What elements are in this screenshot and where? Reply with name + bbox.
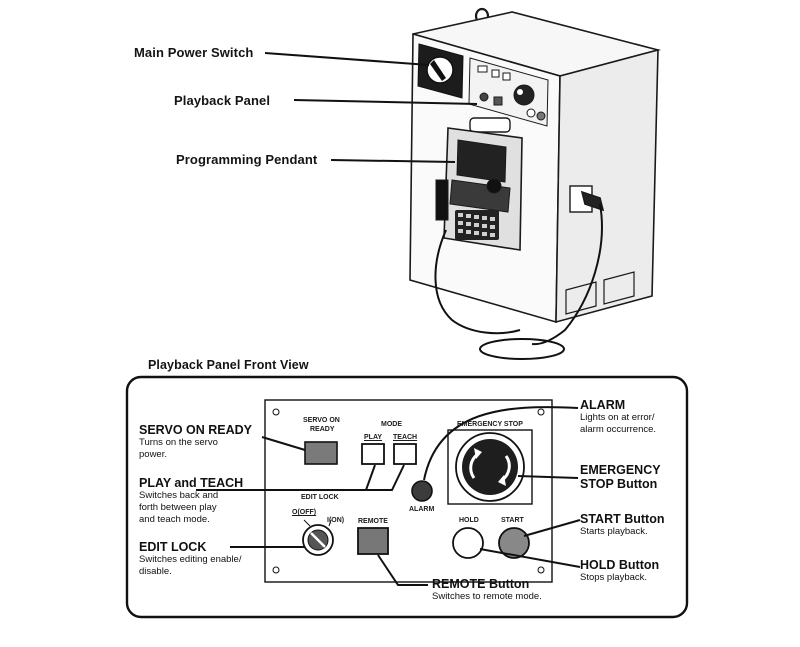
programming-pendant-illustration bbox=[435, 117, 523, 251]
emergency-stop-marking: EMERGENCY STOP bbox=[457, 421, 523, 428]
start-marking: START bbox=[501, 517, 524, 524]
play-marking: PLAY bbox=[364, 434, 383, 441]
play-button bbox=[361, 443, 385, 465]
servo-on-ready-desc-2: power. bbox=[139, 449, 167, 460]
power-cable bbox=[531, 203, 603, 346]
emergency-stop-title-1: EMERGENCY bbox=[580, 463, 661, 477]
teach-button bbox=[393, 443, 417, 465]
remote-callout: REMOTE Button Switches to remote mode. bbox=[432, 577, 542, 603]
hold-marking: HOLD bbox=[459, 517, 479, 524]
programming-pendant-label: Programming Pendant bbox=[176, 152, 318, 167]
remote-title: REMOTE Button bbox=[432, 577, 530, 591]
edit-lock-desc-1: Switches editing enable/ bbox=[139, 554, 242, 565]
play-teach-title: PLAY and TEACH bbox=[139, 476, 244, 490]
edit-lock-key-switch bbox=[302, 519, 334, 556]
emergency-stop-button bbox=[447, 429, 533, 505]
emergency-stop-callout: EMERGENCY STOP Button bbox=[580, 463, 661, 491]
on-marking: I(ON) bbox=[327, 517, 345, 524]
alarm-desc-1: Lights on at error/ bbox=[580, 412, 655, 423]
panel-screws bbox=[272, 408, 545, 574]
start-title: START Button bbox=[580, 512, 665, 526]
play-teach-desc-3: and teach mode. bbox=[139, 514, 210, 525]
cable-coil bbox=[479, 338, 565, 360]
hold-button bbox=[452, 527, 484, 559]
front-view-title: Playback Panel Front View bbox=[148, 358, 309, 372]
servo-on-ready-callout: SERVO ON READY Turns on the servo power. bbox=[139, 423, 252, 461]
servo-on-ready-desc-1: Turns on the servo bbox=[139, 437, 218, 448]
playback-panel-illustration bbox=[468, 57, 549, 127]
ready-marking: READY bbox=[310, 426, 335, 433]
panel-outer-frame bbox=[125, 375, 689, 619]
emergency-stop-title-2: STOP Button bbox=[580, 477, 658, 491]
servo-on-marking: SERVO ON bbox=[303, 417, 340, 424]
hold-desc: Stops playback. bbox=[580, 572, 648, 583]
off-marking: O(OFF) bbox=[292, 509, 317, 516]
play-teach-callout: PLAY and TEACH Switches back and forth b… bbox=[139, 476, 243, 526]
alarm-lamp bbox=[411, 480, 433, 502]
edit-lock-desc-2: disable. bbox=[139, 566, 172, 577]
alarm-title: ALARM bbox=[580, 398, 626, 412]
start-callout: START Button Starts playback. bbox=[580, 512, 664, 538]
playback-panel-label: Playback Panel bbox=[174, 93, 271, 108]
remote-desc: Switches to remote mode. bbox=[432, 591, 542, 602]
alarm-marking: ALARM bbox=[409, 506, 435, 513]
alarm-callout: ALARM Lights on at error/ alarm occurren… bbox=[580, 398, 656, 436]
alarm-desc-2: alarm occurrence. bbox=[580, 424, 657, 435]
start-button bbox=[498, 527, 530, 559]
edit-lock-callout: EDIT LOCK Switches editing enable/ disab… bbox=[139, 540, 241, 578]
remote-marking: REMOTE bbox=[358, 518, 388, 525]
play-teach-desc-2: forth between play bbox=[139, 502, 217, 513]
teach-marking: TEACH bbox=[393, 434, 418, 441]
pendant-cable bbox=[434, 229, 521, 335]
remote-button bbox=[357, 527, 389, 555]
main-power-switch-illustration bbox=[417, 43, 464, 99]
servo-on-ready-lamp bbox=[304, 441, 338, 465]
edit-lock-title: EDIT LOCK bbox=[139, 540, 207, 554]
main-power-switch-label: Main Power Switch bbox=[134, 45, 254, 60]
edit-lock-marking: EDIT LOCK bbox=[301, 494, 339, 501]
hold-title: HOLD Button bbox=[580, 558, 660, 572]
start-desc: Starts playback. bbox=[580, 526, 648, 537]
play-teach-desc-1: Switches back and bbox=[139, 490, 219, 501]
mode-marking: MODE bbox=[381, 421, 402, 428]
hold-callout: HOLD Button Stops playback. bbox=[580, 558, 659, 584]
servo-on-ready-title: SERVO ON READY bbox=[139, 423, 252, 437]
